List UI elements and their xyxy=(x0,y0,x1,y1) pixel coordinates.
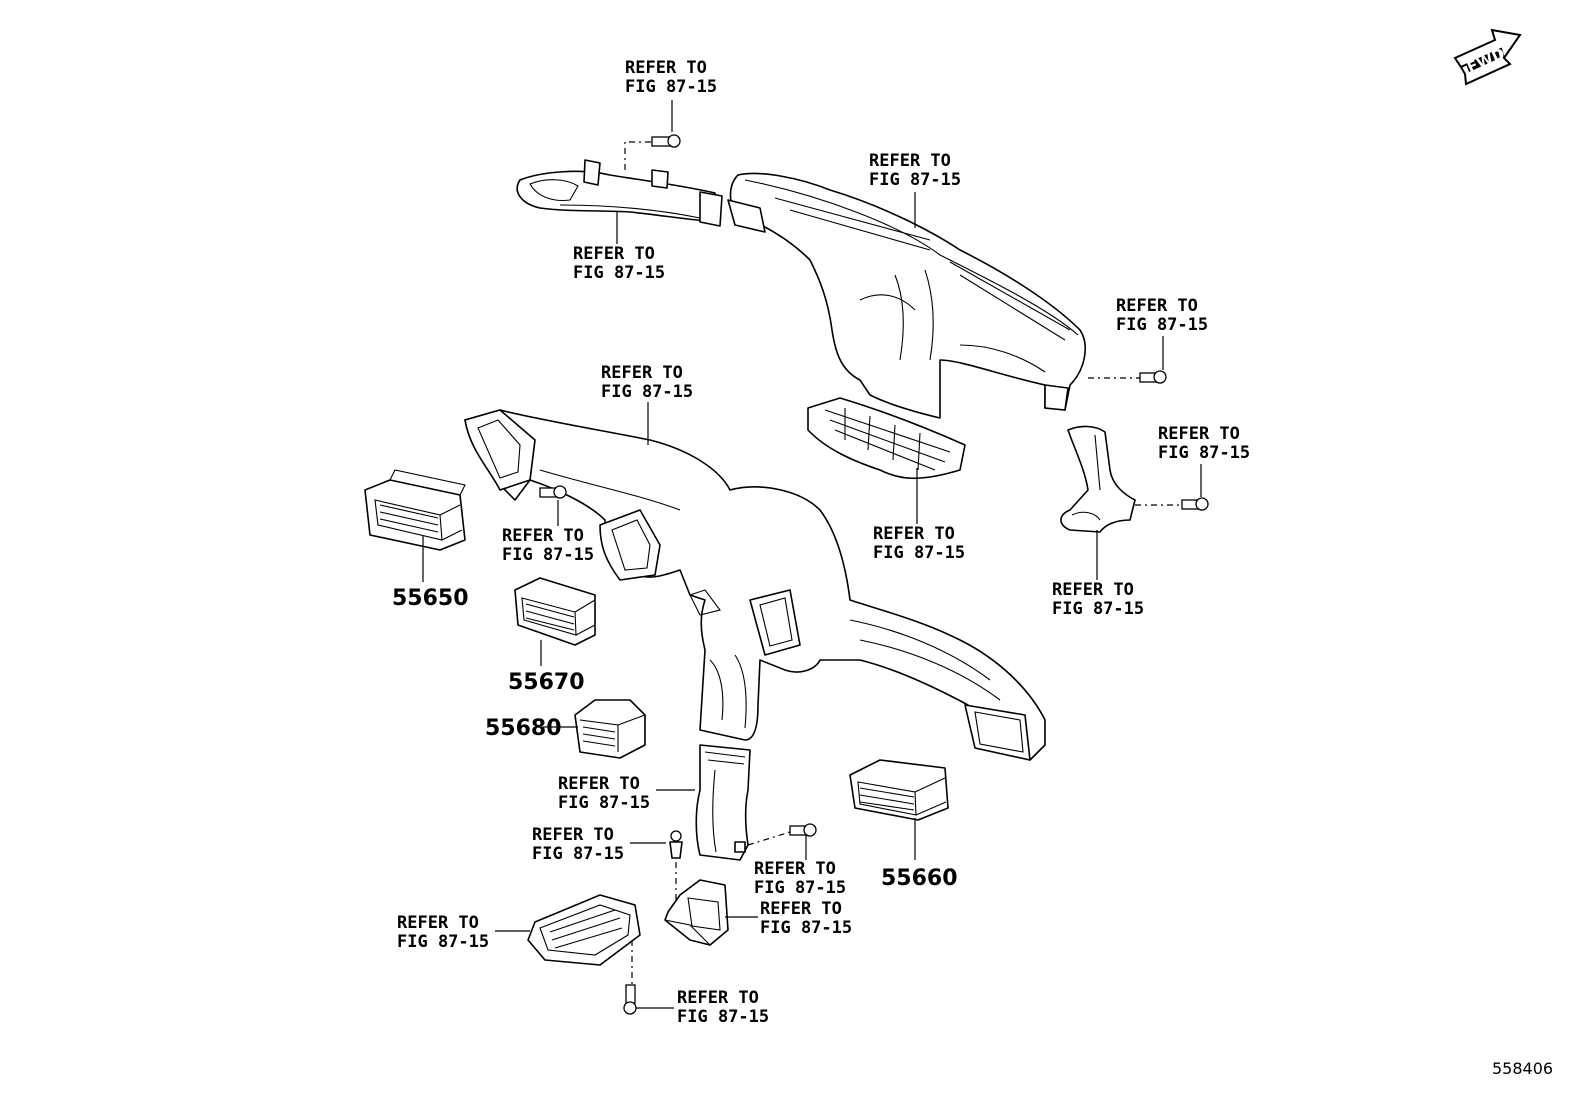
callout-line2: FIG 87-15 xyxy=(625,77,717,97)
callout-3: REFER TO FIG 87-15 xyxy=(869,151,961,190)
callout-line1: REFER TO xyxy=(873,524,955,544)
callout-line2: FIG 87-15 xyxy=(573,263,665,283)
callout-line1: REFER TO xyxy=(573,244,655,264)
callout-6: REFER TO FIG 87-15 xyxy=(601,363,693,402)
leader-lines xyxy=(422,100,1202,1009)
callout-11: REFER TO FIG 87-15 xyxy=(532,825,624,864)
callout-1: REFER TO FIG 87-15 xyxy=(625,58,717,97)
callout-line1: REFER TO xyxy=(677,988,759,1008)
callout-line2: FIG 87-15 xyxy=(558,793,650,813)
callout-line1: REFER TO xyxy=(760,899,842,919)
callout-line1: REFER TO xyxy=(601,363,683,383)
screw-right-upper xyxy=(1088,370,1167,384)
callout-13: REFER TO FIG 87-15 xyxy=(760,899,852,938)
callout-line2: FIG 87-15 xyxy=(873,543,965,563)
callout-line1: REFER TO xyxy=(502,526,584,546)
upper-side-duct xyxy=(516,159,723,227)
callout-line1: REFER TO xyxy=(1052,580,1134,600)
callout-line1: REFER TO xyxy=(1116,296,1198,316)
callout-line2: FIG 87-15 xyxy=(1052,599,1144,619)
callout-15: REFER TO FIG 87-15 xyxy=(677,988,769,1027)
callout-5: REFER TO FIG 87-15 xyxy=(1158,424,1250,463)
callout-line1: REFER TO xyxy=(558,774,640,794)
callout-line1: REFER TO xyxy=(532,825,614,845)
callout-12: REFER TO FIG 87-15 xyxy=(754,859,846,898)
callout-line2: FIG 87-15 xyxy=(760,918,852,938)
part-number-55660: 55660 xyxy=(881,866,958,891)
callout-line2: FIG 87-15 xyxy=(397,932,489,952)
register-55660 xyxy=(849,759,949,821)
callout-2: REFER TO FIG 87-15 xyxy=(573,244,665,283)
callout-8: REFER TO FIG 87-15 xyxy=(873,524,965,563)
screw-center xyxy=(747,823,817,846)
callout-line2: FIG 87-15 xyxy=(1116,315,1208,335)
register-55670 xyxy=(514,577,596,646)
callout-line2: FIG 87-15 xyxy=(677,1007,769,1027)
callout-line2: FIG 87-15 xyxy=(502,545,594,565)
right-side-duct xyxy=(1060,425,1136,533)
callout-14: REFER TO FIG 87-15 xyxy=(397,913,489,952)
callout-line2: FIG 87-15 xyxy=(532,844,624,864)
callout-line2: FIG 87-15 xyxy=(754,878,846,898)
callout-line1: REFER TO xyxy=(754,859,836,879)
screw-right-lower xyxy=(1135,497,1209,511)
screw-top xyxy=(624,134,681,170)
part-number-55680: 55680 xyxy=(485,716,562,741)
callout-line1: REFER TO xyxy=(869,151,951,171)
callout-line1: REFER TO xyxy=(625,58,707,78)
screw-bottom xyxy=(623,984,637,1015)
screw-left-duct xyxy=(539,485,567,499)
upper-main-duct xyxy=(727,172,1086,419)
defroster-nozzle xyxy=(807,397,966,480)
center-lower-duct xyxy=(695,744,751,861)
callout-line2: FIG 87-15 xyxy=(1158,443,1250,463)
callout-line2: FIG 87-15 xyxy=(601,382,693,402)
register-55680 xyxy=(574,699,646,759)
register-55650 xyxy=(364,469,466,551)
floor-register xyxy=(527,894,641,985)
callout-line2: FIG 87-15 xyxy=(869,170,961,190)
callout-9: REFER TO FIG 87-15 xyxy=(1052,580,1144,619)
callout-7: REFER TO FIG 87-15 xyxy=(502,526,594,565)
callout-10: REFER TO FIG 87-15 xyxy=(558,774,650,813)
part-number-55670: 55670 xyxy=(508,670,585,695)
fwd-arrow-icon: FWD xyxy=(1453,28,1522,86)
callout-4: REFER TO FIG 87-15 xyxy=(1116,296,1208,335)
small-duct-bracket xyxy=(664,879,729,946)
callout-line1: REFER TO xyxy=(1158,424,1240,444)
part-number-55650: 55650 xyxy=(392,586,469,611)
lower-main-duct xyxy=(464,409,1046,761)
callout-line1: REFER TO xyxy=(397,913,479,933)
figure-id: 558406 xyxy=(1492,1059,1553,1078)
clip-fastener xyxy=(669,830,683,900)
